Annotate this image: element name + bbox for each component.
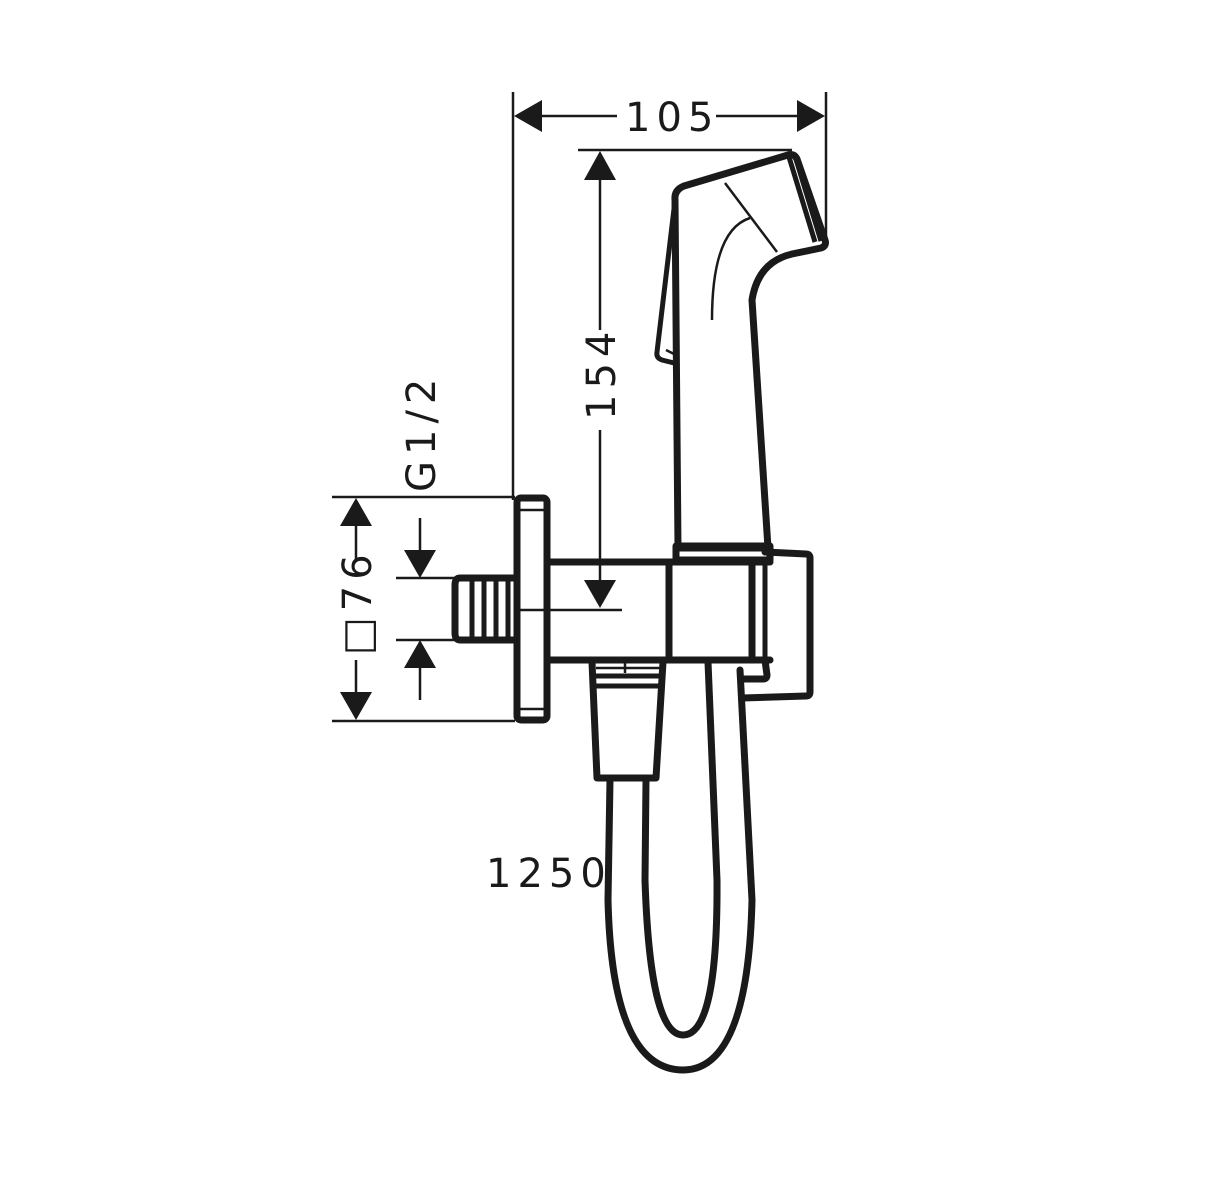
dimension-height-154: 154 <box>520 148 792 612</box>
arrow-up-icon <box>584 151 616 180</box>
dimension-thread-g12: G1/2 <box>396 373 460 700</box>
shower-hose: 1250 <box>486 658 756 1074</box>
dimension-width-105: 105 <box>511 92 828 500</box>
thread-label: G1/2 <box>399 373 445 492</box>
threaded-connector <box>451 574 520 644</box>
arrow-left-icon <box>514 100 542 132</box>
wall-holder <box>738 548 814 702</box>
hand-shower <box>654 151 829 564</box>
arrow-down-icon <box>584 580 616 608</box>
arrow-right-icon <box>797 100 825 132</box>
height-label: 154 <box>579 326 625 420</box>
width-label: 105 <box>625 95 719 141</box>
valve-body <box>543 558 774 665</box>
hose-length-label: 1250 <box>486 851 612 897</box>
dimension-plate-76: □76 <box>332 495 515 723</box>
wall-plate <box>513 494 551 724</box>
plate-label: □76 <box>335 548 381 655</box>
hose-nut <box>588 658 667 782</box>
